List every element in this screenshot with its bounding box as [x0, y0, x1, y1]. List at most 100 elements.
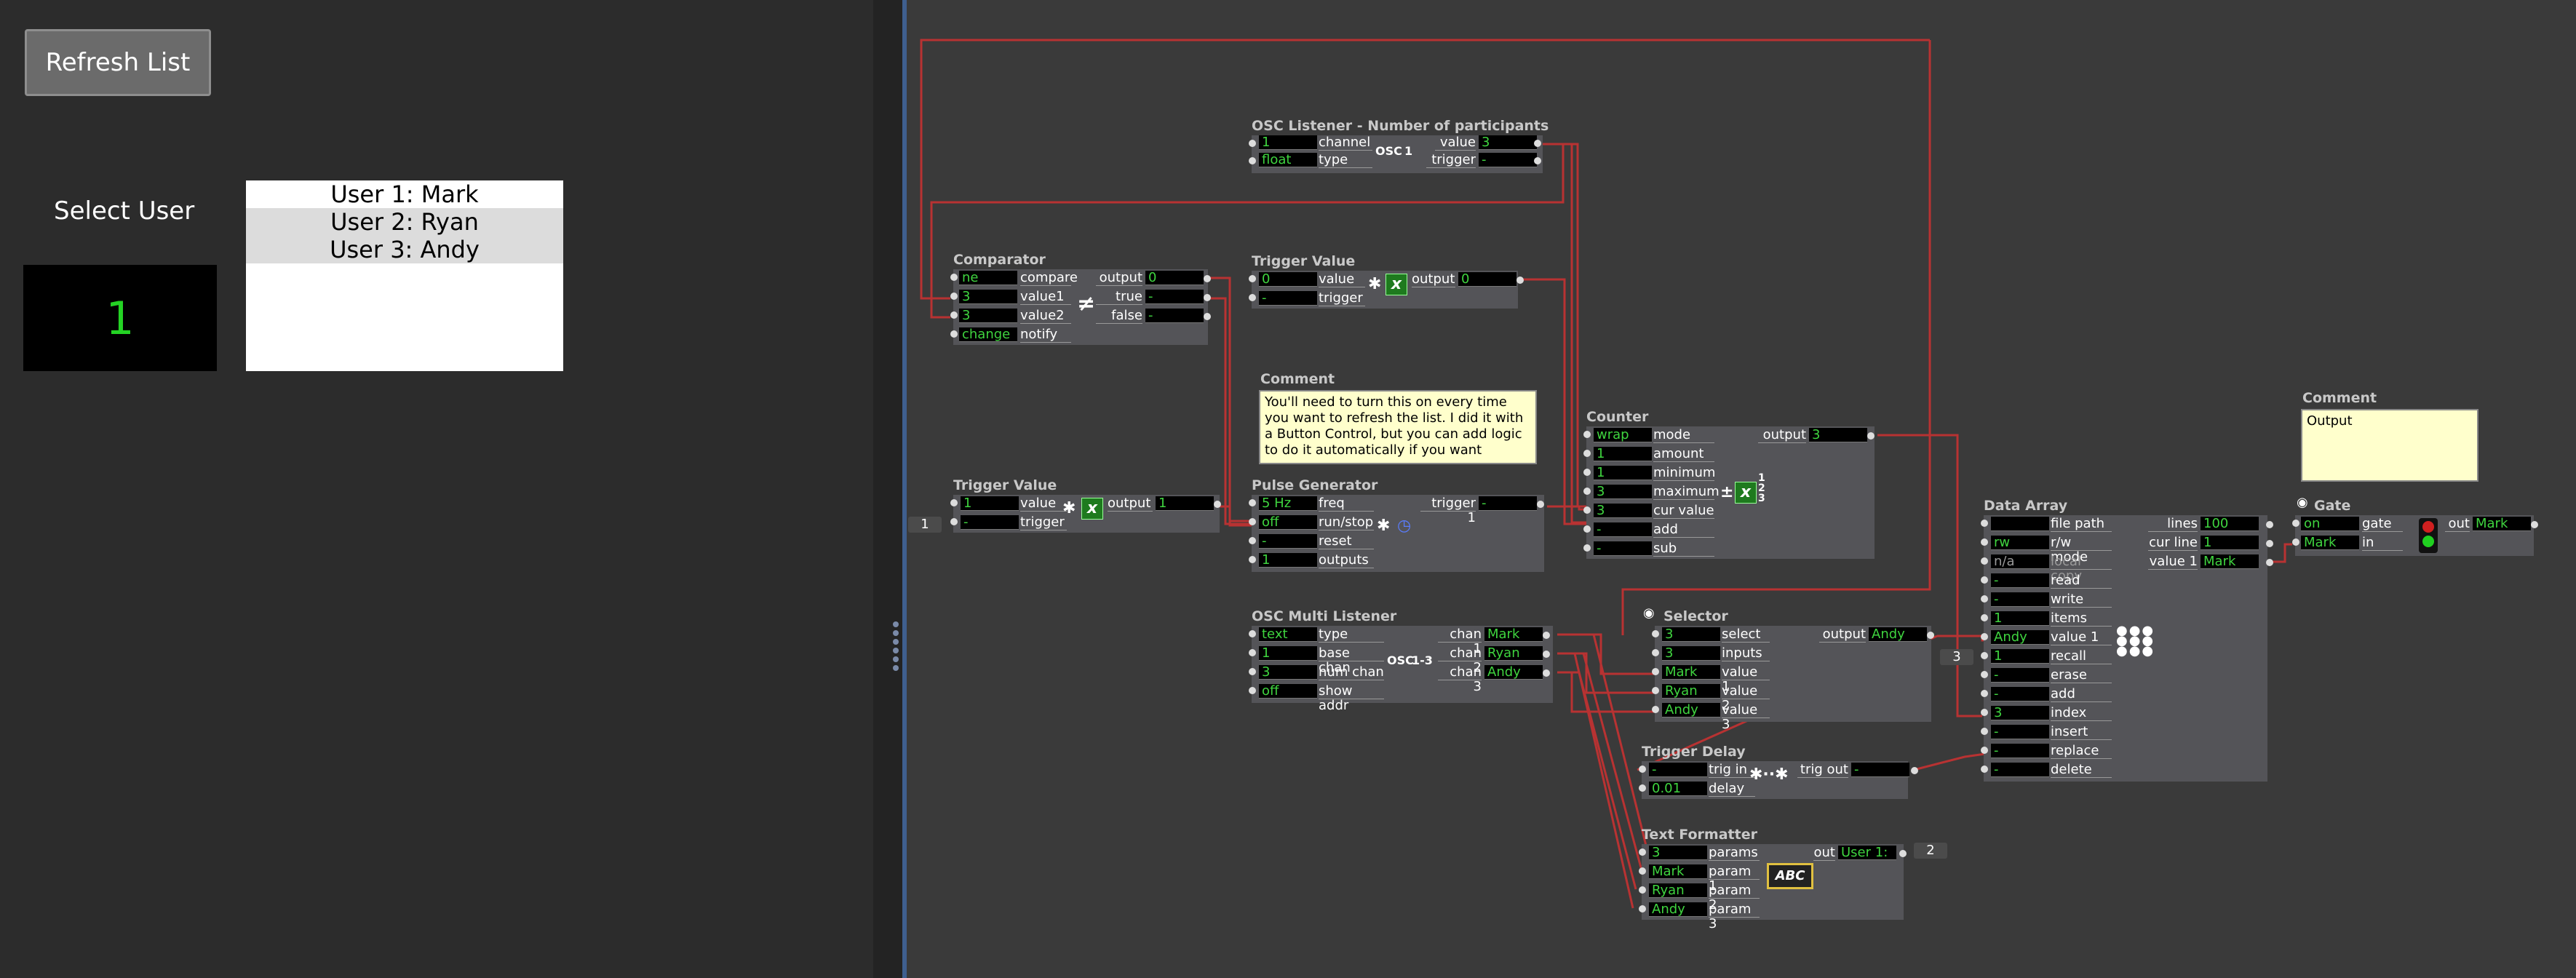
eye-icon[interactable]: ◉ [1643, 605, 1655, 621]
add-field[interactable]: - [1594, 522, 1652, 537]
input-port[interactable] [1583, 469, 1591, 476]
value2-field[interactable]: 3 [959, 309, 1017, 323]
run-stop-field[interactable]: off [1259, 515, 1317, 530]
input-port[interactable] [1981, 690, 1988, 697]
base-chan-field[interactable]: 1 [1259, 646, 1317, 661]
value-field[interactable]: 1 [961, 496, 1019, 511]
input-port[interactable] [1249, 275, 1256, 282]
output-port[interactable] [1543, 632, 1550, 639]
value1-field[interactable]: 3 [959, 290, 1017, 304]
param3-field[interactable]: Andy [1649, 902, 1707, 917]
input-port[interactable] [1639, 886, 1646, 894]
mode-field[interactable]: wrap [1594, 428, 1652, 442]
minimum-field[interactable]: 1 [1594, 466, 1652, 480]
items-field[interactable]: 1 [1991, 611, 2049, 626]
output-port[interactable] [2266, 540, 2273, 547]
input-port[interactable] [1249, 518, 1256, 525]
delay-field[interactable]: 0.01 Sec [1649, 782, 1707, 796]
input-port[interactable] [1981, 614, 1988, 621]
input-port[interactable] [1981, 728, 1988, 735]
value1-field[interactable]: Andy [1991, 630, 2049, 645]
output-port[interactable] [1927, 632, 1934, 639]
write-field[interactable]: - [1991, 592, 2049, 607]
input-port[interactable] [2292, 538, 2299, 546]
input-port[interactable] [1652, 706, 1659, 713]
param1-field[interactable]: Mark [1649, 864, 1707, 879]
output-port[interactable] [1204, 294, 1211, 301]
input-port[interactable] [950, 274, 958, 281]
value3-field[interactable]: Andy [1662, 703, 1720, 717]
input-port[interactable] [1639, 867, 1646, 875]
output-port[interactable] [1534, 157, 1541, 164]
input-port[interactable] [1249, 537, 1256, 544]
output-port[interactable] [1543, 651, 1550, 658]
text-formatter-actor[interactable]: Text Formatter 3 Mark Ryan Andy params p… [1639, 827, 1907, 931]
input-port[interactable] [1249, 157, 1256, 164]
input-port[interactable] [1652, 630, 1659, 637]
rw-mode-field[interactable]: rw [1991, 536, 2049, 550]
input-port[interactable] [1583, 525, 1591, 533]
type-field[interactable]: float [1259, 153, 1317, 167]
trigger-value-actor[interactable]: Trigger Value 0 - value trigger ✱ x outp… [1249, 253, 1524, 309]
cur-value-field[interactable]: 3 [1594, 504, 1652, 518]
input-port[interactable] [1981, 557, 1988, 565]
input-port[interactable] [1981, 538, 1988, 546]
comment-box[interactable]: You'll need to turn this on every time y… [1259, 390, 1537, 464]
output-port[interactable] [2266, 559, 2273, 566]
show-addr-field[interactable]: off [1259, 684, 1317, 699]
comment-box[interactable]: Output [2301, 409, 2478, 482]
input-port[interactable] [2292, 520, 2299, 527]
in-field[interactable]: Mark [2301, 536, 2359, 550]
freq-field[interactable]: 5 Hz [1259, 496, 1317, 511]
input-port[interactable] [1249, 556, 1256, 563]
value2-field[interactable]: Ryan [1662, 684, 1720, 699]
num-chan-field[interactable]: 3 [1259, 665, 1317, 680]
osc-listener-actor[interactable]: OSC Listener - Number of participants 1 … [1249, 118, 1549, 173]
input-port[interactable] [1583, 506, 1591, 514]
input-port[interactable] [950, 293, 958, 300]
output-port[interactable] [1204, 275, 1211, 282]
output-port[interactable] [1543, 669, 1550, 677]
input-port[interactable] [1652, 668, 1659, 675]
user-list[interactable]: User 1: Mark User 2: Ryan User 3: Andy [246, 180, 563, 371]
input-port[interactable] [1981, 652, 1988, 659]
input-port[interactable] [1249, 140, 1256, 147]
compare-field[interactable]: ne [959, 271, 1017, 285]
trigger-field[interactable]: - [961, 515, 1019, 530]
input-port[interactable] [1583, 450, 1591, 457]
input-port[interactable] [1639, 784, 1646, 792]
trigger-value-actor[interactable]: Trigger Value 1 - value trigger ✱ x outp… [950, 477, 1221, 533]
input-port[interactable] [1583, 431, 1591, 438]
input-port[interactable] [1652, 649, 1659, 656]
input-port[interactable] [1981, 633, 1988, 640]
data-array-actor[interactable]: Data Array rw n/a - - 1 Andy 1 - - 3 - -… [1981, 498, 2273, 782]
erase-field[interactable]: - [1991, 668, 2049, 683]
output-port[interactable] [2531, 521, 2538, 528]
value-field[interactable]: 0 [1259, 272, 1317, 287]
refresh-list-button[interactable]: Refresh List [25, 29, 211, 96]
input-port[interactable] [1981, 709, 1988, 716]
input-port[interactable] [1583, 544, 1591, 552]
output-port[interactable] [1204, 313, 1211, 320]
output-port[interactable] [1867, 432, 1875, 440]
output-port[interactable] [1214, 501, 1221, 508]
amount-field[interactable]: 1 [1594, 447, 1652, 461]
input-port[interactable] [950, 311, 958, 319]
output-port[interactable] [1534, 140, 1541, 147]
input-port[interactable] [1249, 294, 1256, 301]
output-port[interactable] [2266, 521, 2273, 528]
input-port[interactable] [1981, 576, 1988, 584]
value1-field[interactable]: Mark [1662, 665, 1720, 680]
input-port[interactable] [1249, 649, 1256, 656]
comparator-actor[interactable]: Comparator ne 3 3 change compare value1 … [950, 252, 1211, 345]
add-field[interactable]: - [1991, 687, 2049, 701]
list-item[interactable]: User 2: Ryan [246, 208, 563, 236]
input-port[interactable] [1249, 687, 1256, 694]
outputs-field[interactable]: 1 [1259, 553, 1317, 568]
trigger-field[interactable]: - [1259, 291, 1317, 306]
gate-field[interactable]: on [2301, 517, 2359, 531]
input-port[interactable] [1652, 687, 1659, 694]
sub-field[interactable]: - [1594, 541, 1652, 556]
replace-field[interactable]: - [1991, 744, 2049, 758]
input-port[interactable] [1981, 747, 1988, 754]
